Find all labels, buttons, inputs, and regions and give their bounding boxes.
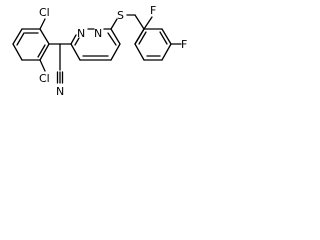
bond [39, 28, 50, 45]
difluorophenyl-ring [134, 14, 172, 61]
n-ring-2-label: N [94, 27, 102, 40]
n-ring-1-label: N [77, 27, 85, 40]
double-bond [16, 32, 25, 46]
bond [110, 28, 121, 45]
bond-to-s [110, 18, 118, 30]
cl-bottom-label: Cl [39, 72, 50, 85]
bond-to-f-ortho [143, 16, 153, 30]
bond [110, 43, 121, 61]
bond [39, 43, 50, 61]
molecule-canvas: Cl Cl N N S F F N [0, 0, 193, 111]
bond [134, 14, 145, 30]
bond [134, 28, 145, 45]
bond-to-cl-top [39, 18, 46, 30]
f-ortho-label: F [150, 4, 156, 17]
double-bond [107, 32, 117, 46]
pyridazine-ring [70, 28, 121, 61]
double-bond [159, 31, 168, 45]
bond [161, 28, 172, 45]
double-bond [74, 37, 80, 46]
bond [12, 28, 23, 45]
cl-top-label: Cl [39, 6, 50, 19]
s-label: S [117, 9, 124, 22]
n-nitrile-label: N [56, 85, 64, 98]
double-bond [37, 44, 46, 58]
bond [12, 43, 23, 61]
dichlorophenyl-ring [12, 28, 50, 61]
f-para-label: F [181, 38, 187, 51]
bond-to-cl-bottom [39, 59, 46, 72]
bond [70, 43, 81, 61]
bond [70, 34, 77, 45]
molecule-structure: Cl Cl N N S F F N [12, 4, 187, 98]
double-bond [138, 31, 147, 45]
bond [134, 43, 145, 61]
bond [161, 43, 172, 61]
